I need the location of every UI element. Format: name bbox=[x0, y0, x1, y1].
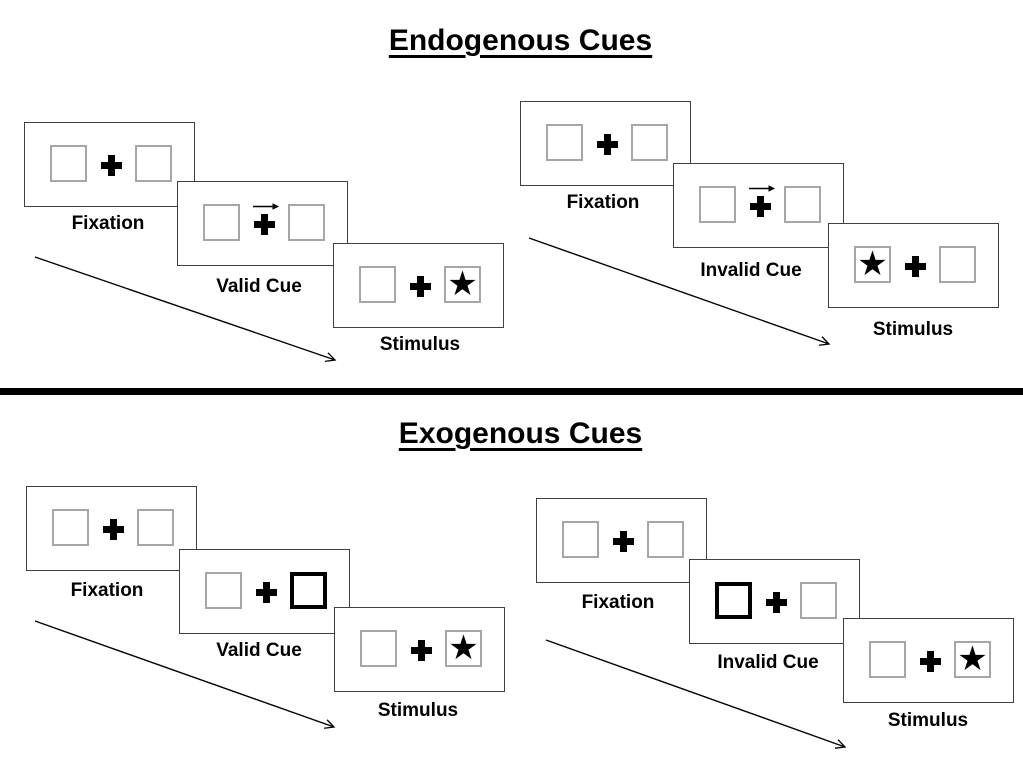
cue-highlight-box bbox=[715, 582, 752, 619]
timeline-arrow-exogenous-valid bbox=[34, 620, 334, 727]
panel-exogenous-invalid-fixation bbox=[536, 498, 707, 583]
timeline-arrow-endogenous-valid bbox=[34, 256, 335, 360]
label-endogenous-valid-stimulus: Stimulus bbox=[379, 334, 461, 355]
timeline-arrow-endogenous-invalid bbox=[528, 237, 829, 344]
label-exogenous-invalid-cue: Invalid Cue bbox=[717, 652, 819, 673]
target-star-icon: ★ bbox=[447, 264, 478, 303]
label-endogenous-valid-fixation: Fixation bbox=[71, 213, 145, 234]
left-box bbox=[52, 509, 89, 546]
right-box bbox=[647, 521, 684, 558]
fixation-cross-icon bbox=[613, 531, 634, 552]
fixation-cross-icon bbox=[750, 196, 771, 217]
panel-exogenous-valid-fixation bbox=[26, 486, 197, 571]
label-exogenous-valid-fixation: Fixation bbox=[70, 580, 144, 601]
right-box bbox=[288, 204, 325, 241]
fixation-cross-icon bbox=[411, 640, 432, 661]
label-exogenous-valid-cue: Valid Cue bbox=[216, 640, 302, 661]
right-box bbox=[135, 145, 172, 182]
right-box bbox=[631, 124, 668, 161]
right-arrow-icon bbox=[749, 185, 775, 192]
target-box: ★ bbox=[854, 246, 891, 283]
fixation-cross-icon bbox=[256, 582, 277, 603]
target-box: ★ bbox=[445, 630, 482, 667]
panel-endogenous-invalid-fixation bbox=[520, 101, 691, 186]
left-box bbox=[699, 186, 736, 223]
fixation-cross-icon bbox=[597, 134, 618, 155]
target-box: ★ bbox=[444, 266, 481, 303]
right-box bbox=[137, 509, 174, 546]
left-box bbox=[546, 124, 583, 161]
panel-exogenous-invalid-stimulus: ★ bbox=[843, 618, 1014, 703]
panel-exogenous-valid-cue bbox=[179, 549, 350, 634]
fixation-cross-icon bbox=[103, 519, 124, 540]
section-title-endogenous: Endogenous Cues bbox=[388, 24, 653, 57]
panel-endogenous-invalid-cue bbox=[673, 163, 844, 248]
panel-endogenous-invalid-stimulus: ★ bbox=[828, 223, 999, 308]
right-box bbox=[784, 186, 821, 223]
left-box bbox=[205, 572, 242, 609]
label-exogenous-invalid-stimulus: Stimulus bbox=[887, 710, 969, 731]
section-divider bbox=[0, 388, 1023, 395]
target-star-icon: ★ bbox=[857, 244, 888, 283]
label-endogenous-valid-cue: Valid Cue bbox=[216, 276, 302, 297]
target-box: ★ bbox=[954, 641, 991, 678]
left-box bbox=[203, 204, 240, 241]
panel-exogenous-invalid-cue bbox=[689, 559, 860, 644]
left-box bbox=[869, 641, 906, 678]
fixation-cross-icon bbox=[766, 592, 787, 613]
fixation-cross-icon bbox=[905, 256, 926, 277]
section-title-exogenous: Exogenous Cues bbox=[398, 417, 643, 450]
panel-endogenous-valid-cue bbox=[177, 181, 348, 266]
panel-endogenous-valid-fixation bbox=[24, 122, 195, 207]
panel-endogenous-valid-stimulus: ★ bbox=[333, 243, 504, 328]
fixation-cross-icon bbox=[920, 651, 941, 672]
panel-exogenous-valid-stimulus: ★ bbox=[334, 607, 505, 692]
fixation-cross-icon bbox=[101, 155, 122, 176]
right-box bbox=[939, 246, 976, 283]
label-exogenous-invalid-fixation: Fixation bbox=[581, 592, 655, 613]
target-star-icon: ★ bbox=[957, 639, 988, 678]
label-endogenous-invalid-stimulus: Stimulus bbox=[872, 319, 954, 340]
left-box bbox=[50, 145, 87, 182]
left-box bbox=[562, 521, 599, 558]
cue-highlight-box bbox=[290, 572, 327, 609]
label-endogenous-invalid-cue: Invalid Cue bbox=[700, 260, 802, 281]
fixation-cross-icon bbox=[410, 276, 431, 297]
right-box bbox=[800, 582, 837, 619]
left-box bbox=[360, 630, 397, 667]
label-endogenous-invalid-fixation: Fixation bbox=[566, 192, 640, 213]
label-exogenous-valid-stimulus: Stimulus bbox=[377, 700, 459, 721]
fixation-cross-icon bbox=[254, 214, 275, 235]
left-box bbox=[359, 266, 396, 303]
right-arrow-icon bbox=[253, 203, 279, 210]
timeline-arrow-exogenous-invalid bbox=[545, 639, 845, 747]
target-star-icon: ★ bbox=[448, 628, 479, 667]
